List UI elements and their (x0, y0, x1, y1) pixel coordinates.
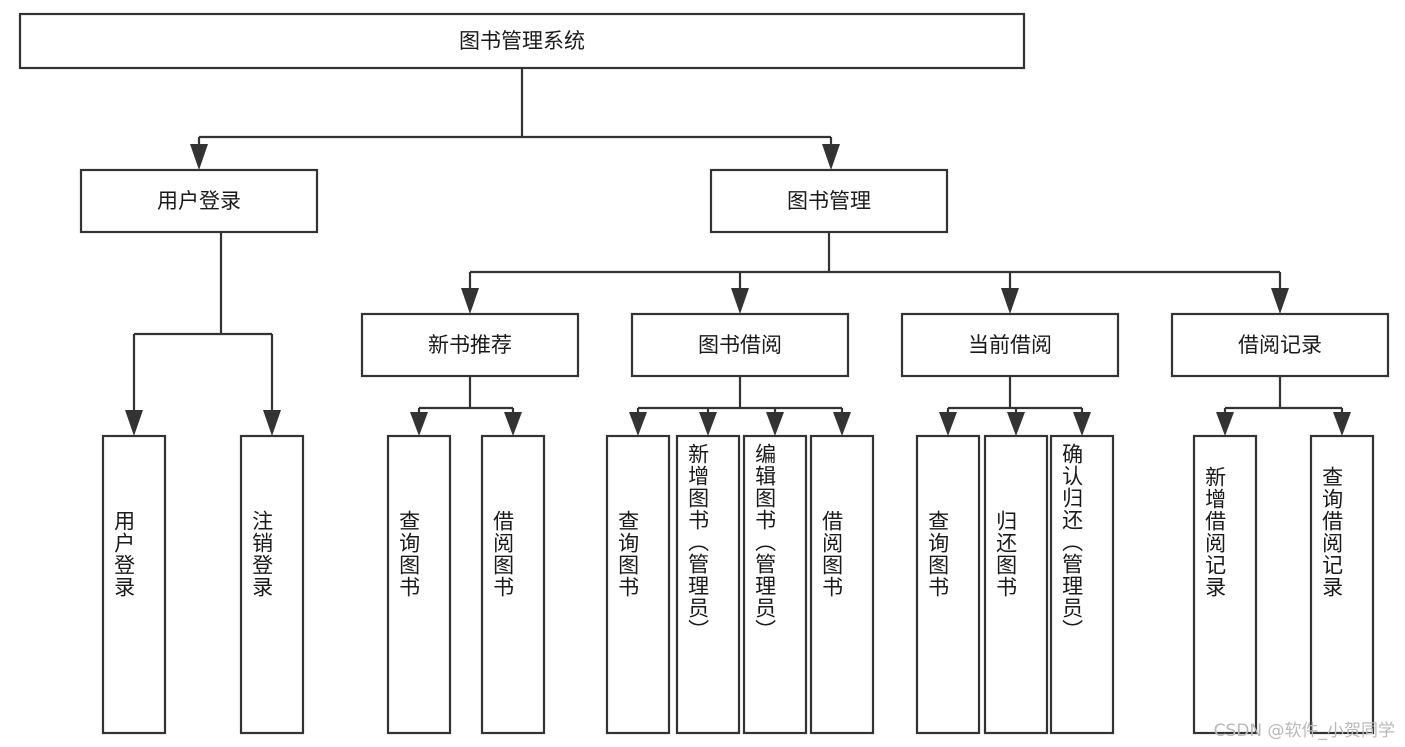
leaf-add-book-box[interactable] (675, 434, 741, 735)
user-login-box (79, 168, 319, 234)
node-new-book-recommend[interactable]: 新书推荐 (360, 312, 580, 378)
leaf-return-book-box[interactable] (983, 434, 1049, 735)
leaf-add-record-box[interactable] (1192, 434, 1258, 735)
new-book-recommend-label: 新书推荐 (428, 333, 512, 357)
leaf-confirm-return-box[interactable] (1049, 434, 1115, 735)
connector-book-manage-to-level3 (461, 232, 1289, 314)
arrow-head-current-borrow (1001, 288, 1019, 314)
arrow-head-book-manage (822, 144, 840, 170)
leaf-query-book-1-box[interactable] (386, 434, 452, 735)
leaf-logout-box[interactable] (239, 434, 305, 735)
connector-user-login-to-leaves (125, 232, 281, 436)
root-box (18, 12, 1026, 70)
arrow-head-borrow-record (1271, 288, 1289, 314)
arrow-head-leaf-query-book-3 (939, 412, 957, 436)
node-current-borrow[interactable]: 当前借阅 (900, 312, 1120, 378)
arrow-head-leaf-logout (263, 410, 281, 436)
leaf-query-record-box[interactable] (1309, 434, 1375, 735)
leaf-user-login-box[interactable] (101, 434, 167, 735)
node-book-manage[interactable]: 图书管理 (709, 168, 949, 234)
arrow-head-leaf-query-record (1333, 412, 1351, 436)
leaf-borrow-book-1-box[interactable] (480, 434, 546, 735)
leaf-query-book-3-box[interactable] (915, 434, 981, 735)
leaf-edit-book-box[interactable] (742, 434, 808, 735)
arrow-head-leaf-borrow-book-1 (504, 412, 522, 436)
connector-root-to-level2 (190, 68, 840, 170)
arrow-head-leaf-add-book (699, 412, 717, 436)
new-book-recommend-box (360, 312, 580, 378)
arrow-head-leaf-confirm-return (1073, 412, 1091, 436)
node-root[interactable]: 图书管理系统 (18, 12, 1026, 70)
leaf-box-group (101, 434, 1375, 735)
leaf-query-book-2-box[interactable] (605, 434, 671, 735)
leaf-borrow-book-2-box[interactable] (809, 434, 875, 735)
connector-borrow-record-to-leaves (1216, 376, 1351, 436)
arrow-head-user-login (190, 144, 208, 170)
connector-book-borrow-to-leaves (629, 376, 851, 436)
arrow-head-leaf-user-login (125, 410, 143, 436)
arrow-head-new-book-recommend (461, 288, 479, 314)
user-login-label: 用户登录 (157, 189, 241, 213)
borrow-record-label: 借阅记录 (1238, 333, 1322, 357)
node-user-login[interactable]: 用户登录 (79, 168, 319, 234)
arrow-head-leaf-borrow-book-2 (833, 412, 851, 436)
arrow-head-leaf-add-record (1216, 412, 1234, 436)
current-borrow-box (900, 312, 1120, 378)
arrow-head-leaf-query-book-1 (410, 412, 428, 436)
current-borrow-label: 当前借阅 (968, 333, 1052, 357)
arrow-head-leaf-query-book-2 (629, 412, 647, 436)
book-manage-label: 图书管理 (787, 189, 871, 213)
node-book-borrow[interactable]: 图书借阅 (630, 312, 850, 378)
node-borrow-record[interactable]: 借阅记录 (1170, 312, 1390, 378)
book-borrow-label: 图书借阅 (698, 333, 782, 357)
arrow-head-leaf-return-book (1007, 412, 1025, 436)
watermark-text: CSDN @软件_小贺同学 (1213, 721, 1395, 741)
connector-current-borrow-to-leaves (939, 376, 1091, 436)
root-label: 图书管理系统 (459, 29, 585, 53)
connector-new-book-recommend-to-leaves (410, 376, 522, 436)
arrow-head-book-borrow (731, 288, 749, 314)
arrow-head-leaf-edit-book (766, 412, 784, 436)
